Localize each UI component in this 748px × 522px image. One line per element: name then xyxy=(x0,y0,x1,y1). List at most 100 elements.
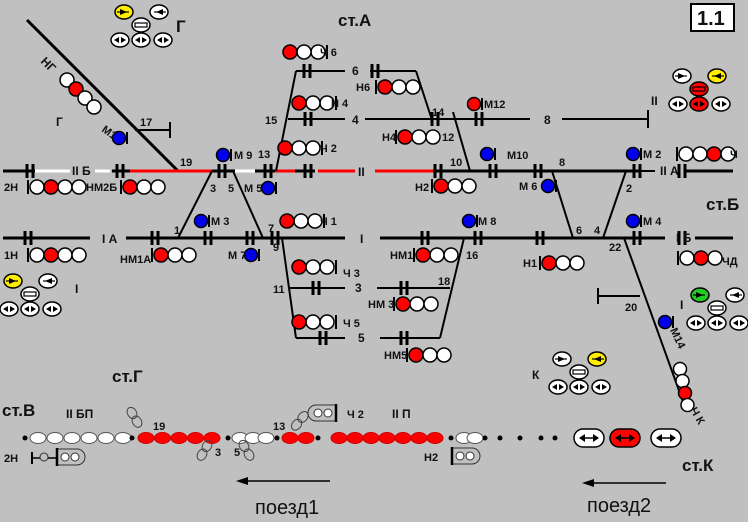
block-panel-II[interactable]: II xyxy=(651,68,731,112)
signal-NM3[interactable]: НМ 3 xyxy=(368,296,439,312)
train2-arrowhead xyxy=(582,479,594,487)
block-panel-I_right[interactable]: I xyxy=(680,287,748,331)
signal-N1[interactable]: Н1 xyxy=(523,255,585,271)
track-label: 8 xyxy=(544,113,551,127)
block-panel-I_left[interactable]: I xyxy=(0,273,78,317)
strip-signal-N2[interactable]: Н2 xyxy=(424,447,481,465)
route-cell-white xyxy=(29,432,47,444)
arrow-both-icon xyxy=(157,37,162,43)
switch-label: 5 xyxy=(234,447,240,459)
signal-lamp-red xyxy=(279,213,295,229)
signal-lamp-white xyxy=(425,129,441,145)
signal-Ch5[interactable]: Ч 5 xyxy=(291,314,360,330)
signal-N6[interactable]: Н6 xyxy=(356,79,421,95)
signal-NM1[interactable]: НМ1 xyxy=(390,247,459,263)
block-panel-K[interactable]: К xyxy=(532,351,611,395)
bar-glyph xyxy=(692,86,706,92)
arrow-both-icon xyxy=(142,37,147,43)
signal-lamp xyxy=(323,408,333,418)
strip-signal-Ch2[interactable]: Ч 2 xyxy=(307,404,364,422)
signal-ChK[interactable]: Ч К xyxy=(672,361,707,427)
signal-1N[interactable]: 1Н xyxy=(4,247,87,263)
signal-lamp-white xyxy=(86,99,102,115)
station-B-label: ст.Б xyxy=(706,195,739,214)
signal-N2[interactable]: Н2 xyxy=(415,178,477,194)
bar-glyph xyxy=(134,22,148,28)
signal-Ch[interactable]: Ч xyxy=(676,146,738,162)
signal-NM2B[interactable]: НМ2Б xyxy=(86,179,166,195)
joint-dot xyxy=(225,435,231,441)
signal-lamp-red xyxy=(291,314,307,330)
shunt-lamp xyxy=(479,146,495,162)
shunt-signal-M6[interactable]: М 6 xyxy=(519,178,557,194)
arrow-both-icon xyxy=(602,384,607,390)
joint-dot xyxy=(22,435,28,441)
arrow-both-icon xyxy=(573,384,578,390)
signal-lamp-white xyxy=(679,250,695,266)
shunt-signal-M10[interactable]: М10 xyxy=(479,146,529,163)
signal-Ch4[interactable]: Н 4 xyxy=(291,95,349,111)
pm-oval xyxy=(201,439,213,453)
signal-label: НГ xyxy=(38,54,59,75)
arrow-both-icon xyxy=(740,320,745,326)
signal-NM5[interactable]: НМ5 xyxy=(384,347,452,363)
shunt-signal-M3[interactable]: М 3 xyxy=(193,213,230,229)
signal-2N[interactable]: 2Н xyxy=(4,179,87,195)
shunt-signal-M2[interactable]: М 2 xyxy=(625,146,662,162)
train1-label: поезд1 xyxy=(255,497,319,519)
shunt-signal-M5[interactable]: М 5 xyxy=(244,180,277,196)
switch-label: 4 xyxy=(594,225,601,237)
signal-label: НМ2Б xyxy=(86,182,117,194)
train2-indicator: поезд2 xyxy=(582,479,666,517)
joint-dot xyxy=(538,435,544,441)
switch-label: 13 xyxy=(258,149,270,161)
signal-label: НМ1А xyxy=(120,254,151,266)
shunt-label: М14 xyxy=(667,326,687,351)
shunt-signal-M7[interactable]: М 7 xyxy=(228,247,260,263)
shunt-signal-M8[interactable]: М 8 xyxy=(461,213,497,229)
labels: ст.А ст.Б ст.Г ст.В ст.К II Б I А II I I… xyxy=(2,11,739,475)
shunt-label: М 5 xyxy=(244,183,262,195)
shunt-signal-M4[interactable]: М 4 xyxy=(625,213,663,229)
route-cell-red xyxy=(154,432,171,444)
route-cell-red xyxy=(330,432,348,444)
shunt-label: М12 xyxy=(484,99,505,111)
strip-signal-2N[interactable]: 2Н xyxy=(4,448,86,466)
arrow-left-icon xyxy=(579,434,585,442)
track-label: I xyxy=(360,232,363,246)
joint-dot xyxy=(129,435,135,441)
arrow-both-icon xyxy=(715,101,720,107)
shunt-lamp xyxy=(193,213,209,229)
joint-dot xyxy=(517,435,523,441)
train2-label: поезд2 xyxy=(587,495,651,517)
route-cell-white xyxy=(63,432,81,444)
signal-ChD[interactable]: ЧД xyxy=(677,250,738,268)
signal-Ch3[interactable]: Ч 3 xyxy=(291,259,360,280)
signal-NM1A[interactable]: НМ1А xyxy=(120,247,197,266)
signal-lamp-red xyxy=(43,179,59,195)
arrow-both-icon xyxy=(164,37,169,43)
shunt-signal-M12[interactable]: М12 xyxy=(466,96,506,112)
signal-lamp-white xyxy=(57,247,73,263)
signal-label: Н6 xyxy=(356,82,370,94)
block-indicator-white xyxy=(42,301,62,317)
signal-lamp-white xyxy=(422,347,438,363)
signal-Ch6[interactable]: Ч 6 xyxy=(282,44,337,60)
shunt-signal-M1[interactable]: М1 xyxy=(99,124,128,146)
route-cell-white xyxy=(80,432,98,444)
block-indicator-white xyxy=(729,315,748,331)
shunt-label: М 3 xyxy=(211,216,229,228)
route-cell-red xyxy=(281,432,299,444)
arrow-both-icon xyxy=(718,320,723,326)
signal-lamp-red xyxy=(693,250,709,266)
shunt-signal-M9[interactable]: М 9 xyxy=(215,147,253,163)
signal-N4[interactable]: Н4 xyxy=(382,129,441,145)
block-indicator-white xyxy=(548,379,568,395)
signal-Ch1[interactable]: Ч 1 xyxy=(279,213,337,229)
pm-oval xyxy=(290,418,303,431)
signal-Ch2[interactable]: Ч 2 xyxy=(277,140,337,156)
block-panel-G[interactable] xyxy=(110,4,173,48)
signal-lamp-white xyxy=(136,179,152,195)
route-label: II П xyxy=(392,407,411,421)
